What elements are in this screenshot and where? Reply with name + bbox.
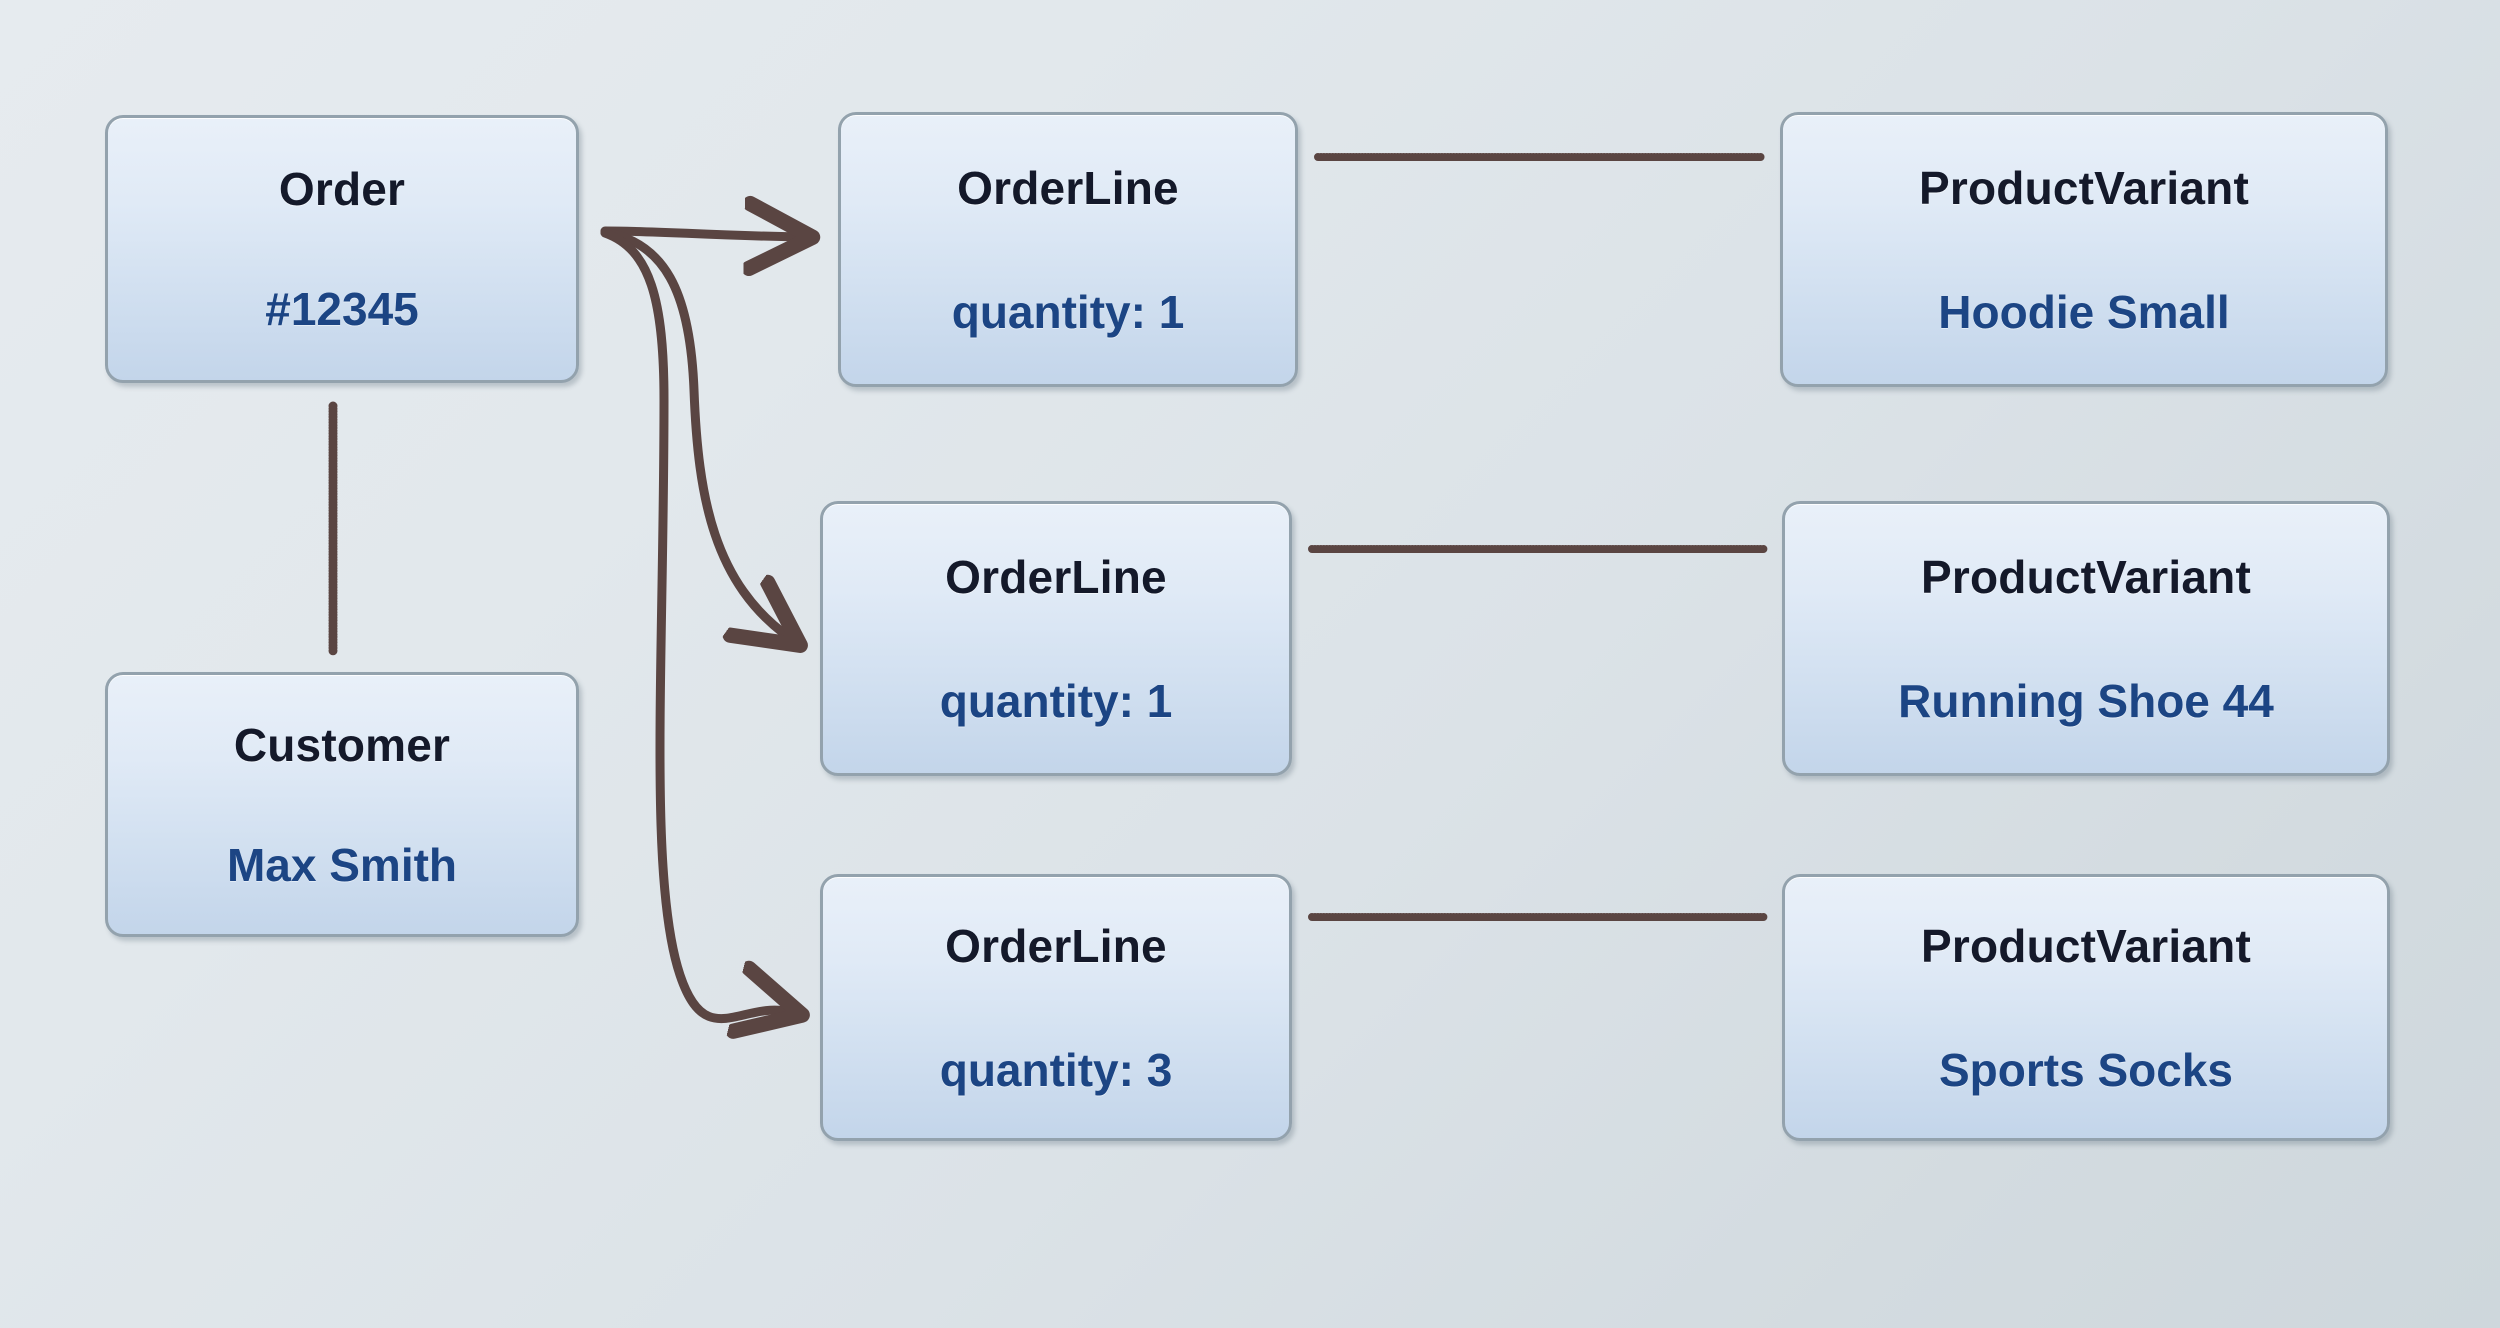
edge-order-to-orderline-1 <box>600 231 800 237</box>
node-productvariant-1[interactable]: ProductVariant Hoodie Small <box>1780 112 2388 387</box>
node-orderline-2-title: OrderLine <box>945 550 1167 603</box>
node-productvariant-1-value: Hoodie Small <box>1938 285 2230 338</box>
node-customer[interactable]: Customer Max Smith <box>105 672 579 937</box>
node-order-value: #12345 <box>265 283 419 335</box>
node-orderline-2[interactable]: OrderLine quantity: 1 <box>820 501 1292 776</box>
node-orderline-2-value: quantity: 1 <box>939 674 1173 727</box>
node-customer-value: Max Smith <box>226 838 458 891</box>
node-order-title: Order <box>278 163 406 215</box>
node-productvariant-3-title: ProductVariant <box>1921 919 2251 972</box>
node-customer-title: Customer <box>233 718 451 771</box>
node-productvariant-3[interactable]: ProductVariant Sports Socks <box>1782 874 2390 1141</box>
node-productvariant-1-title: ProductVariant <box>1919 161 2249 214</box>
node-orderline-3[interactable]: OrderLine quantity: 3 <box>820 874 1292 1141</box>
node-productvariant-3-value: Sports Socks <box>1939 1043 2233 1096</box>
node-orderline-1-value: quantity: 1 <box>951 285 1185 338</box>
node-orderline-3-value: quantity: 3 <box>939 1043 1173 1096</box>
node-orderline-1-title: OrderLine <box>957 161 1179 214</box>
edge-order-to-orderline-2 <box>600 227 790 638</box>
node-order[interactable]: Order #12345 <box>105 115 579 383</box>
node-productvariant-2[interactable]: ProductVariant Running Shoe 44 <box>1782 501 2390 776</box>
node-productvariant-2-title: ProductVariant <box>1921 550 2251 603</box>
node-orderline-3-title: OrderLine <box>945 919 1167 972</box>
node-orderline-1[interactable]: OrderLine quantity: 1 <box>838 112 1298 387</box>
node-productvariant-2-value: Running Shoe 44 <box>1898 674 2274 727</box>
edge-order-to-orderline-3 <box>600 228 790 1019</box>
